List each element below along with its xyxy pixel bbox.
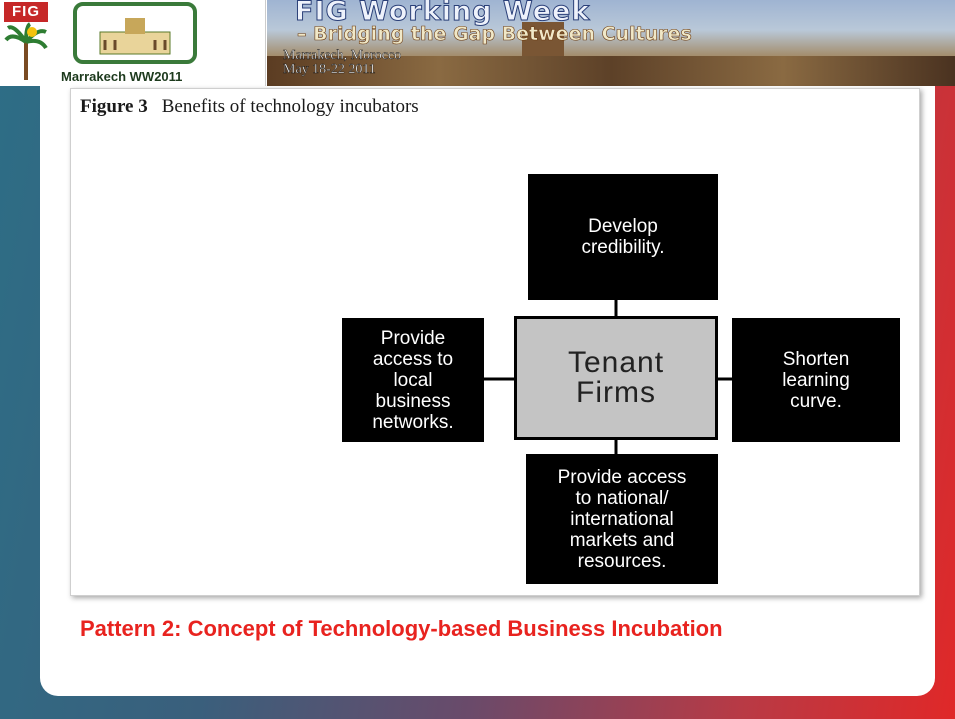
node-national-international-markets: Provide access to national/ internationa… [526, 454, 718, 584]
event-logo-label: Marrakech WW2011 [61, 69, 183, 84]
event-dates: May 18-22 2011 [283, 62, 376, 77]
fig-logo: FIG [2, 2, 50, 82]
event-title: FIG Working Week [294, 0, 591, 28]
slide-caption: Pattern 2: Concept of Technology-based B… [80, 616, 723, 641]
node-tenant-firms: Tenant Firms [514, 316, 718, 440]
figure-caption: Figure 3 Benefits of technology incubator… [80, 96, 419, 118]
event-location-dates: Marrakech, Morocco May 18-22 2011 [283, 48, 402, 77]
palm-tree-icon [4, 22, 48, 80]
building-emblem-icon [73, 2, 197, 64]
banner-photo: FIG Working Week – Bridging the Gap Betw… [267, 0, 955, 86]
event-location: Marrakech, Morocco [283, 48, 402, 63]
marrakech-ww2011-logo: Marrakech WW2011 [55, 0, 266, 86]
node-shorten-learning-curve: Shorten learning curve. [732, 318, 900, 442]
header-banner: FIG Marrakech WW2011 FIG Working Week – … [0, 0, 955, 86]
node-develop-credibility: Develop credibility. [528, 174, 718, 300]
event-subtitle: – Bridging the Gap Between Cultures [297, 23, 692, 46]
node-local-business-networks: Provide access to local business network… [342, 318, 484, 442]
figure-number: Figure 3 [80, 96, 148, 117]
fig-logo-text: FIG [4, 2, 48, 22]
city-skyline-shape [267, 56, 955, 86]
figure-title: Benefits of technology incubators [161, 96, 419, 117]
